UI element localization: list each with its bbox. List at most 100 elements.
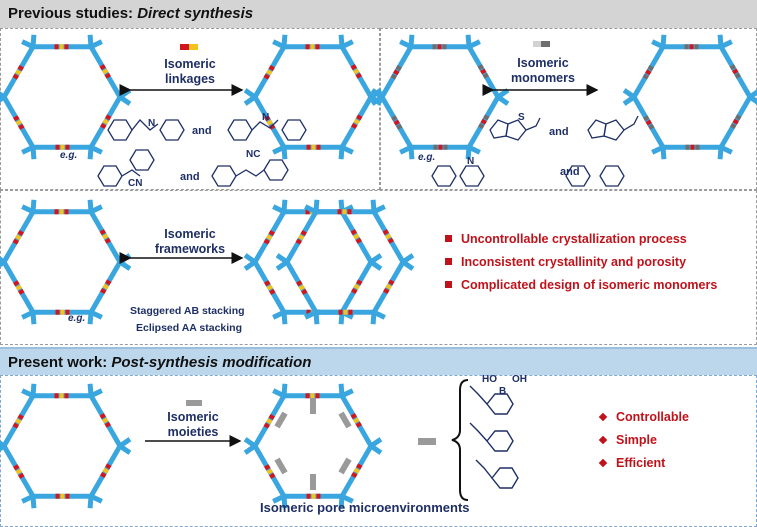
red-swatch: [180, 44, 189, 50]
framework-edge: [401, 259, 415, 271]
framework-edge: [105, 463, 112, 470]
framework-edge: [15, 234, 22, 241]
framework-edge: [477, 64, 484, 71]
header-emphasis: Post-synthesis modification: [111, 354, 312, 371]
ho-label: HO: [482, 374, 497, 385]
drawback-item: Uncontrollable crystallization process: [445, 232, 687, 246]
framework-edge: [356, 114, 363, 121]
framework-edge: [269, 288, 276, 295]
framework-edge: [264, 464, 271, 471]
framework-edge: [385, 283, 392, 290]
pore-caption: Isomeric pore microenvironments: [260, 500, 470, 515]
b-label: B: [499, 386, 507, 397]
framework-edge: [89, 204, 103, 215]
framework-edge: [370, 88, 384, 100]
framework-edge: [383, 288, 390, 294]
framework-edge: [0, 440, 6, 449]
framework-edge: [730, 123, 737, 129]
framework-edge: [263, 73, 270, 80]
advantage-text: Simple: [616, 433, 657, 447]
framework-edge: [272, 493, 286, 504]
framework-edge: [0, 256, 6, 265]
framework-edge: [18, 472, 25, 479]
framework-edge: [478, 123, 485, 129]
framework-edge: [100, 472, 107, 478]
framework-edge: [266, 119, 273, 126]
framework-edge: [15, 284, 22, 291]
framework-edge: [18, 123, 25, 130]
framework-edge: [385, 233, 392, 240]
stacking-ab: Staggered AB stacking: [130, 305, 245, 317]
framework-edge: [356, 463, 363, 470]
bullet-diamond-icon: [598, 458, 608, 468]
framework-edge: [351, 288, 358, 294]
framework-edge: [313, 199, 320, 212]
framework-edge: [102, 283, 109, 290]
framework-edge: [100, 288, 107, 294]
and-text: and: [549, 126, 569, 138]
label-line: Isomeric: [164, 227, 216, 241]
framework-edge: [102, 68, 109, 75]
n-label: N: [262, 112, 270, 123]
framework-edge: [748, 94, 757, 105]
advantage-item: Controllable: [598, 410, 689, 424]
framework-edge: [102, 467, 109, 474]
eg-linkages: e.g.: [60, 150, 78, 161]
gray-moiety-swatch: [186, 400, 202, 406]
framework-edge: [351, 123, 358, 129]
framework-edge: [275, 253, 289, 265]
framework-edge: [372, 204, 386, 215]
framework-edge: [281, 34, 288, 47]
framework-edge: [390, 73, 397, 80]
framework-edge: [355, 72, 362, 79]
framework-edge: [118, 259, 132, 271]
framework-edge: [298, 284, 305, 291]
advantage-item: Simple: [598, 433, 657, 447]
gray-moiety-equals: [418, 438, 436, 445]
framework-edge: [264, 115, 271, 122]
framework-edge: [268, 230, 275, 236]
framework-edge: [353, 233, 360, 240]
framework-edge: [104, 237, 111, 244]
framework-edge: [17, 414, 24, 420]
framework-edge: [648, 123, 655, 130]
framework-edge: [408, 34, 415, 47]
framework-edge: [268, 414, 275, 420]
framework-edge: [338, 496, 345, 509]
label-line: monomers: [511, 71, 575, 85]
present-work-header: Present work: Post-synthesis modificatio…: [0, 347, 757, 375]
framework-edge: [243, 88, 257, 100]
gray-moiety: [338, 411, 352, 429]
framework-edge: [393, 119, 400, 126]
monomer-molecules: [431, 115, 639, 187]
framework-edge: [266, 69, 273, 76]
framework-edge: [496, 94, 510, 106]
eg-frameworks: e.g.: [68, 313, 86, 324]
label-line: frameworks: [154, 242, 226, 256]
framework-edge: [15, 468, 22, 475]
framework-edge: [102, 233, 109, 240]
framework-edge: [393, 69, 400, 76]
framework-edge: [243, 253, 257, 265]
framework-edge: [118, 443, 132, 455]
framework-edge: [104, 421, 111, 428]
framework-edge: [645, 119, 652, 126]
and-text: and: [180, 171, 200, 183]
framework-edge: [353, 118, 360, 125]
framework-edge: [732, 68, 739, 75]
framework-edge: [642, 73, 649, 80]
framework-edge: [340, 39, 354, 50]
framework-edge: [732, 118, 739, 125]
stacking-aa: Eclipsed AA stacking: [136, 322, 243, 334]
framework-edge: [482, 72, 489, 79]
bullet-square-icon: [445, 235, 452, 242]
brace: [451, 379, 469, 501]
framework-edge: [269, 472, 276, 479]
framework-edge: [99, 64, 106, 71]
framework-edge: [353, 283, 360, 290]
framework-edge: [304, 309, 318, 320]
gray-moiety: [310, 398, 316, 414]
framework-edge: [100, 123, 107, 129]
